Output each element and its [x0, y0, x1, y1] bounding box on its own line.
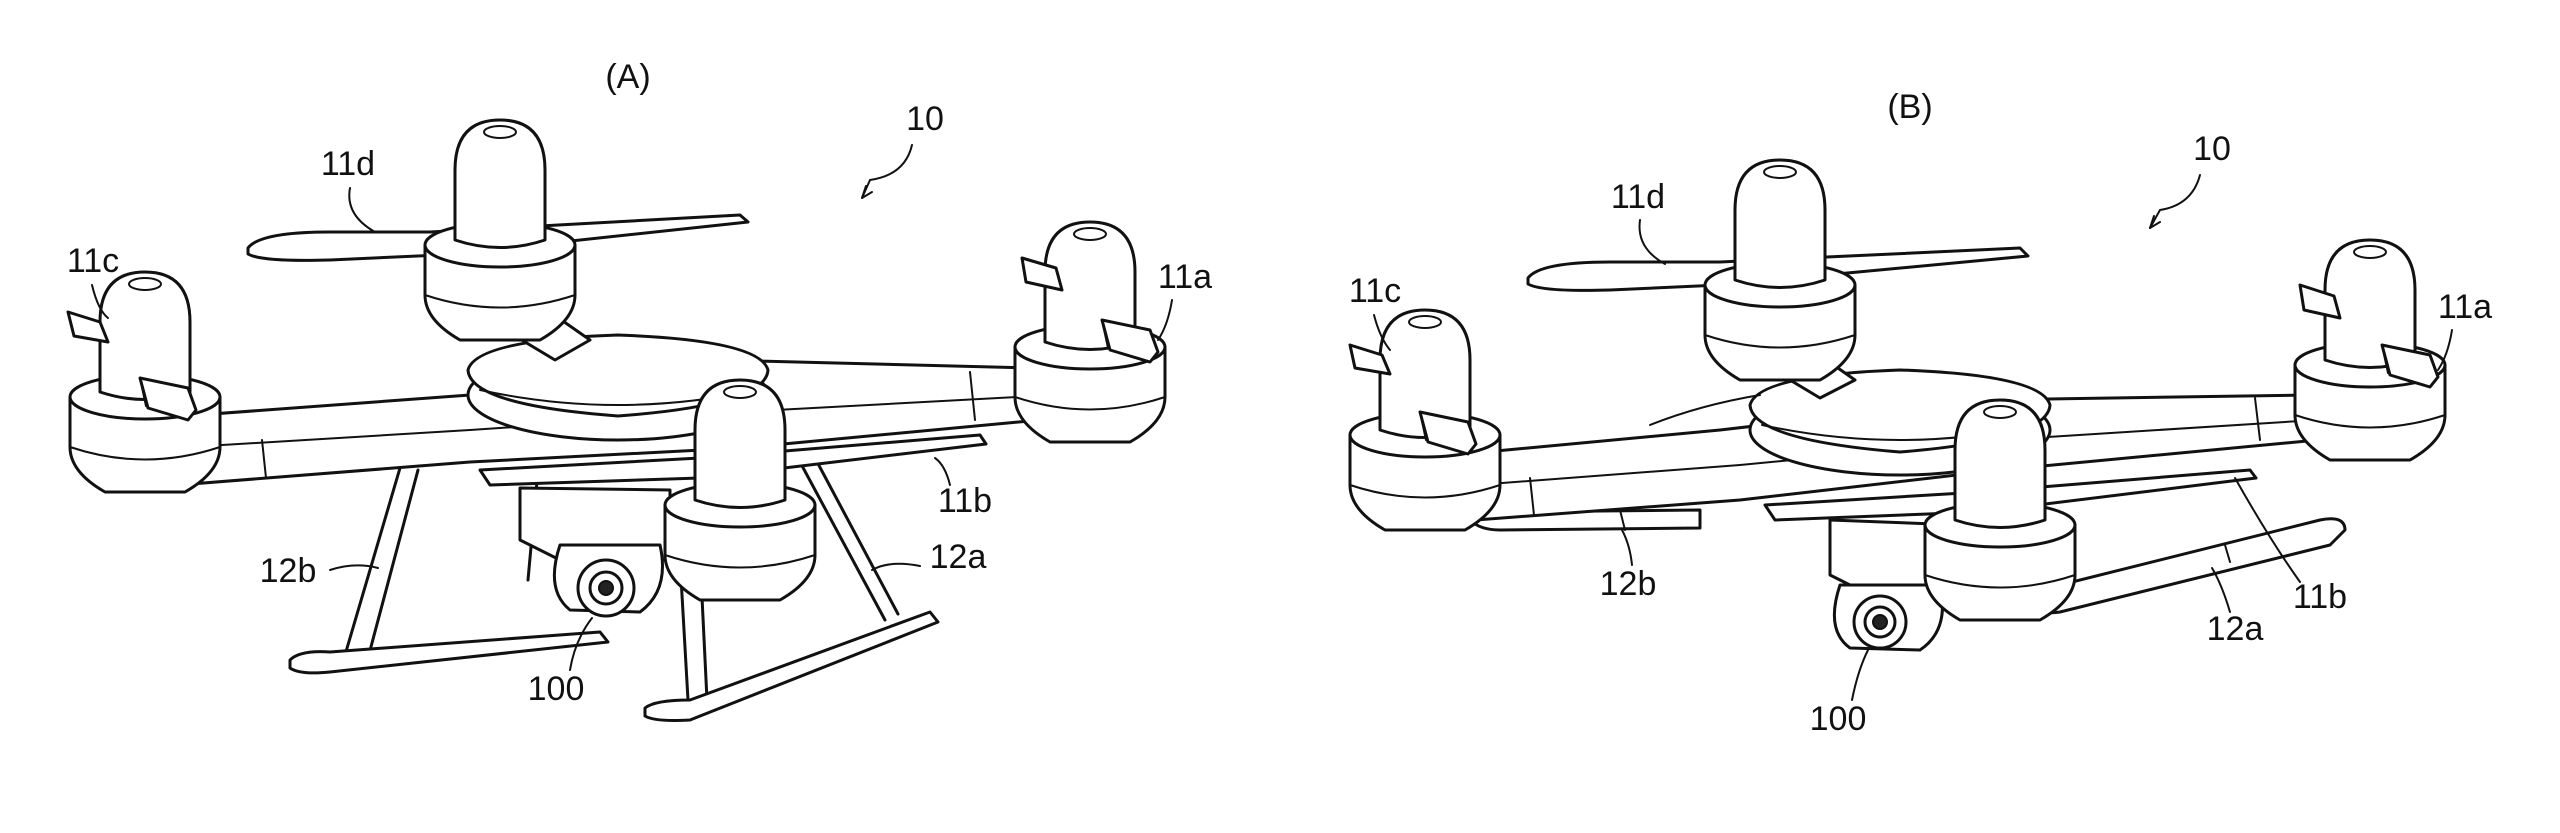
panel-b-rotor-b [1763, 398, 2258, 622]
label-11d-a: 11d [321, 145, 375, 183]
panel-a-rotor-c [66, 270, 222, 494]
label-11b-b: 11b [2293, 578, 2347, 616]
label-12a-b: 12a [2207, 610, 2264, 648]
label-11d-b: 11d [1611, 178, 1665, 216]
panel-a-rotor-a [1013, 220, 1167, 444]
panel-a-camera [518, 486, 672, 618]
panel-a-rotor-d [246, 118, 750, 342]
label-11c-a: 11c [67, 242, 119, 280]
label-11c-b: 11c [1349, 272, 1401, 310]
panel-a-rotor-b [478, 378, 988, 602]
panel-b-rotor-a [2293, 238, 2447, 462]
panel-a-title: (A) [605, 58, 650, 96]
panel-a: (A) [66, 58, 1212, 722]
panel-b-rotor-c [1348, 308, 1502, 532]
label-100-a: 100 [528, 670, 585, 708]
panel-a-airframe [128, 303, 1042, 490]
panel-a-labels: 10 11d 11c 11a 11b 12a 12b 100 [67, 100, 1212, 708]
label-100-b: 100 [1810, 700, 1867, 738]
panel-b: (B) [1348, 88, 2492, 738]
label-10-b: 10 [2193, 130, 2231, 168]
label-10-a: 10 [906, 100, 944, 138]
panel-b-rotor-d [1526, 158, 2030, 382]
panel-b-labels: 10 11d 11c 11a 11b 12a 12b 100 [1349, 130, 2492, 738]
label-12b-a: 12b [260, 552, 317, 590]
label-12b-b: 12b [1600, 565, 1657, 603]
panel-b-title: (B) [1887, 88, 1932, 126]
panel-a-landing-gear [288, 456, 940, 722]
label-11b-a: 11b [938, 482, 992, 520]
label-11a-b: 11a [2438, 288, 2492, 326]
label-11a-a: 11a [1158, 258, 1212, 296]
label-12a-a: 12a [930, 538, 987, 576]
